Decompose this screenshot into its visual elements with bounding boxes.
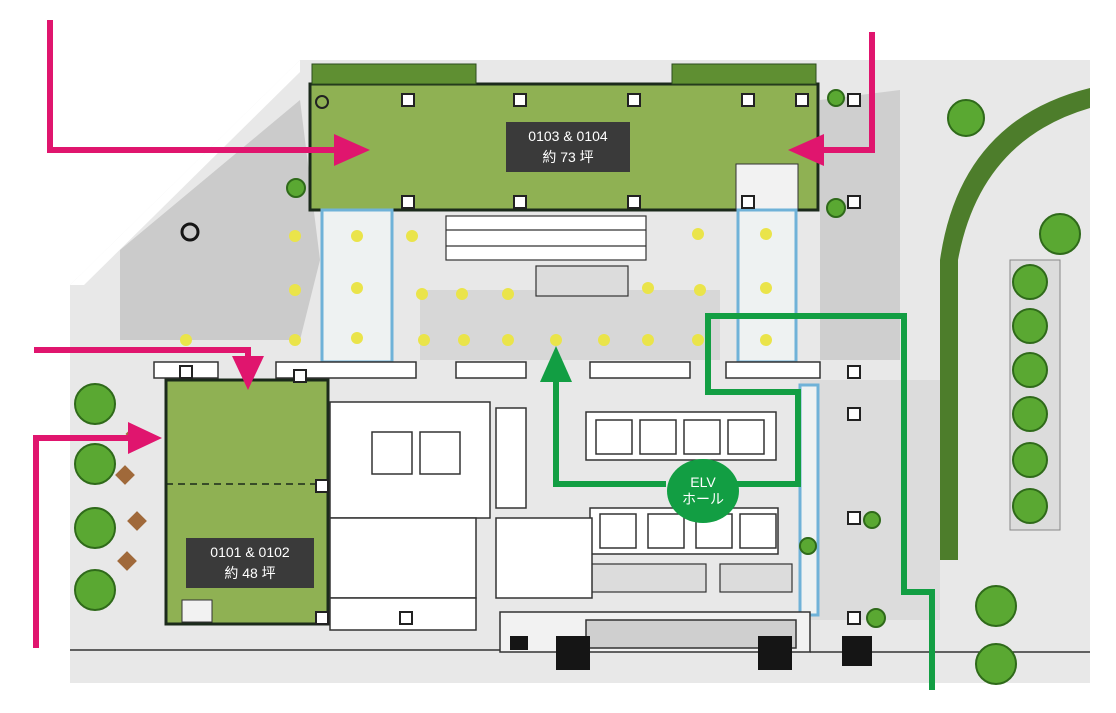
entrance-arrows [33, 20, 875, 648]
entrance-blocks [180, 222, 872, 670]
trees [74, 89, 1081, 685]
entrance-arrowheads [128, 134, 824, 454]
unit-area-0101-0102: 約 48 坪 [224, 565, 276, 581]
columns [179, 93, 861, 625]
green-belt [940, 88, 1090, 560]
unit-area-0103-0104: 約 73 坪 [542, 149, 594, 165]
elevator-route [540, 313, 935, 690]
building-core [329, 401, 811, 653]
unit-name-0103-0104: 0103 & 0104 [528, 128, 608, 144]
unit-label-0101-0102: 0101 & 0102 約 48 坪 [186, 538, 314, 588]
unit-label-0103-0104: 0103 & 0104 約 73 坪 [506, 122, 630, 172]
unit-0103-0104 [308, 63, 820, 212]
floor-lights [180, 228, 772, 346]
walls [70, 361, 1090, 653]
unit-name-0101-0102: 0101 & 0102 [210, 544, 290, 560]
elevator-hall-line1: ELV [690, 474, 716, 490]
elevator-hall-line2: ホール [682, 491, 724, 507]
elevator-hall-badge: ELV ホール [667, 459, 739, 523]
